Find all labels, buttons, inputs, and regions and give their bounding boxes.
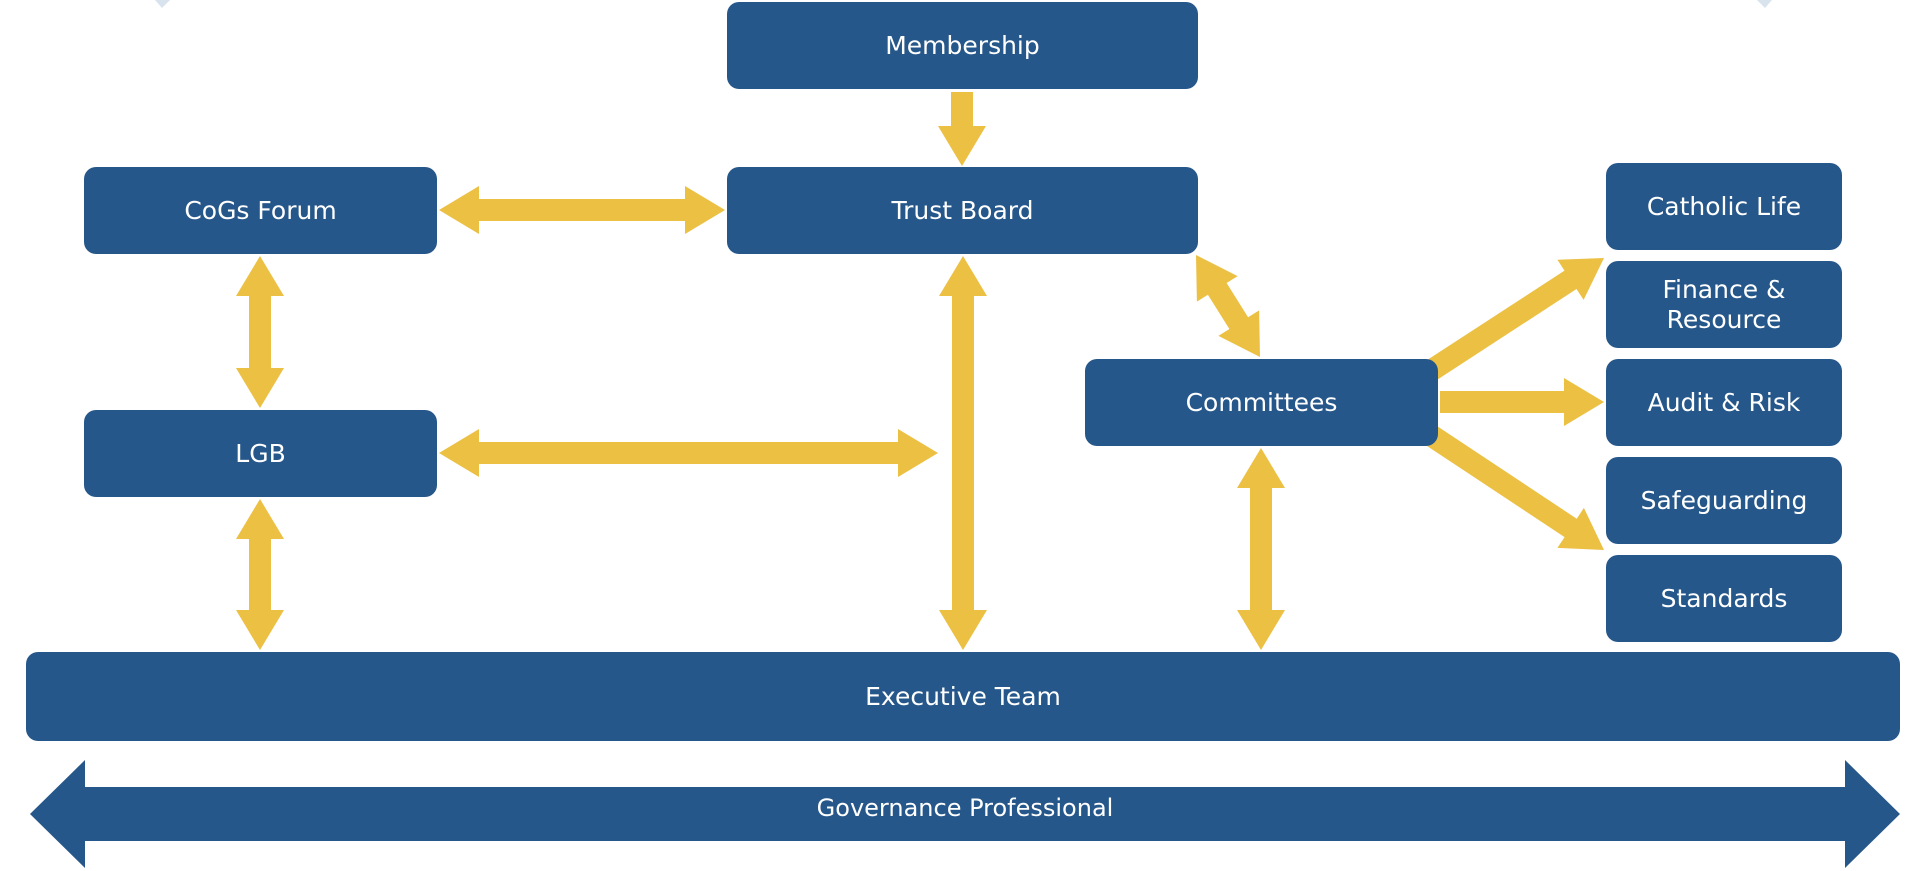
arrows-layer xyxy=(236,92,1604,650)
arrow-trust-board-to-committees xyxy=(1196,255,1260,357)
node-standards: Standards xyxy=(1606,555,1842,642)
node-finance-resource-label: Finance & Resource xyxy=(1662,274,1786,334)
governance-professional-label: Governance Professional xyxy=(816,794,1114,822)
node-finance-resource: Finance & Resource xyxy=(1606,261,1842,348)
node-catholic-life-label: Catholic Life xyxy=(1646,191,1802,221)
node-lgb: LGB xyxy=(84,410,437,497)
corner-accent-left xyxy=(155,0,170,8)
node-audit-risk: Audit & Risk xyxy=(1606,359,1842,446)
node-cogs-forum: CoGs Forum xyxy=(84,167,437,254)
node-committees-label: Committees xyxy=(1185,387,1338,417)
arrow-cogs-forum-to-lgb xyxy=(236,256,284,408)
node-committees: Committees xyxy=(1085,359,1438,446)
arrow-trust-board-to-executive-team xyxy=(939,256,987,650)
arrow-lgb-to-trust-board xyxy=(439,429,938,477)
arrow-committees-to-audit-risk xyxy=(1440,378,1604,426)
corner-accent-right xyxy=(1757,0,1772,8)
node-standards-label: Standards xyxy=(1660,583,1788,613)
node-audit-risk-label: Audit & Risk xyxy=(1647,387,1801,417)
node-safeguarding: Safeguarding xyxy=(1606,457,1842,544)
node-cogs-forum-label: CoGs Forum xyxy=(184,195,337,225)
arrow-committees-to-executive-team xyxy=(1237,448,1285,650)
node-executive-team: Executive Team xyxy=(26,652,1900,741)
arrow-committees-to-safeguarding xyxy=(1425,426,1604,550)
node-safeguarding-label: Safeguarding xyxy=(1640,485,1808,515)
arrow-lgb-to-executive-team xyxy=(236,499,284,650)
node-lgb-label: LGB xyxy=(235,438,286,468)
arrow-committees-to-catholic-life xyxy=(1426,258,1604,380)
node-membership-label: Membership xyxy=(885,30,1040,60)
arrow-cogs-forum-to-trust-board xyxy=(439,186,725,234)
node-catholic-life: Catholic Life xyxy=(1606,163,1842,250)
governance-professional-banner xyxy=(30,760,1900,868)
node-trust-board: Trust Board xyxy=(727,167,1198,254)
node-membership: Membership xyxy=(727,2,1198,89)
node-trust-board-label: Trust Board xyxy=(891,195,1034,225)
arrow-membership-to-trust-board xyxy=(938,92,986,166)
node-executive-team-label: Executive Team xyxy=(865,681,1061,711)
